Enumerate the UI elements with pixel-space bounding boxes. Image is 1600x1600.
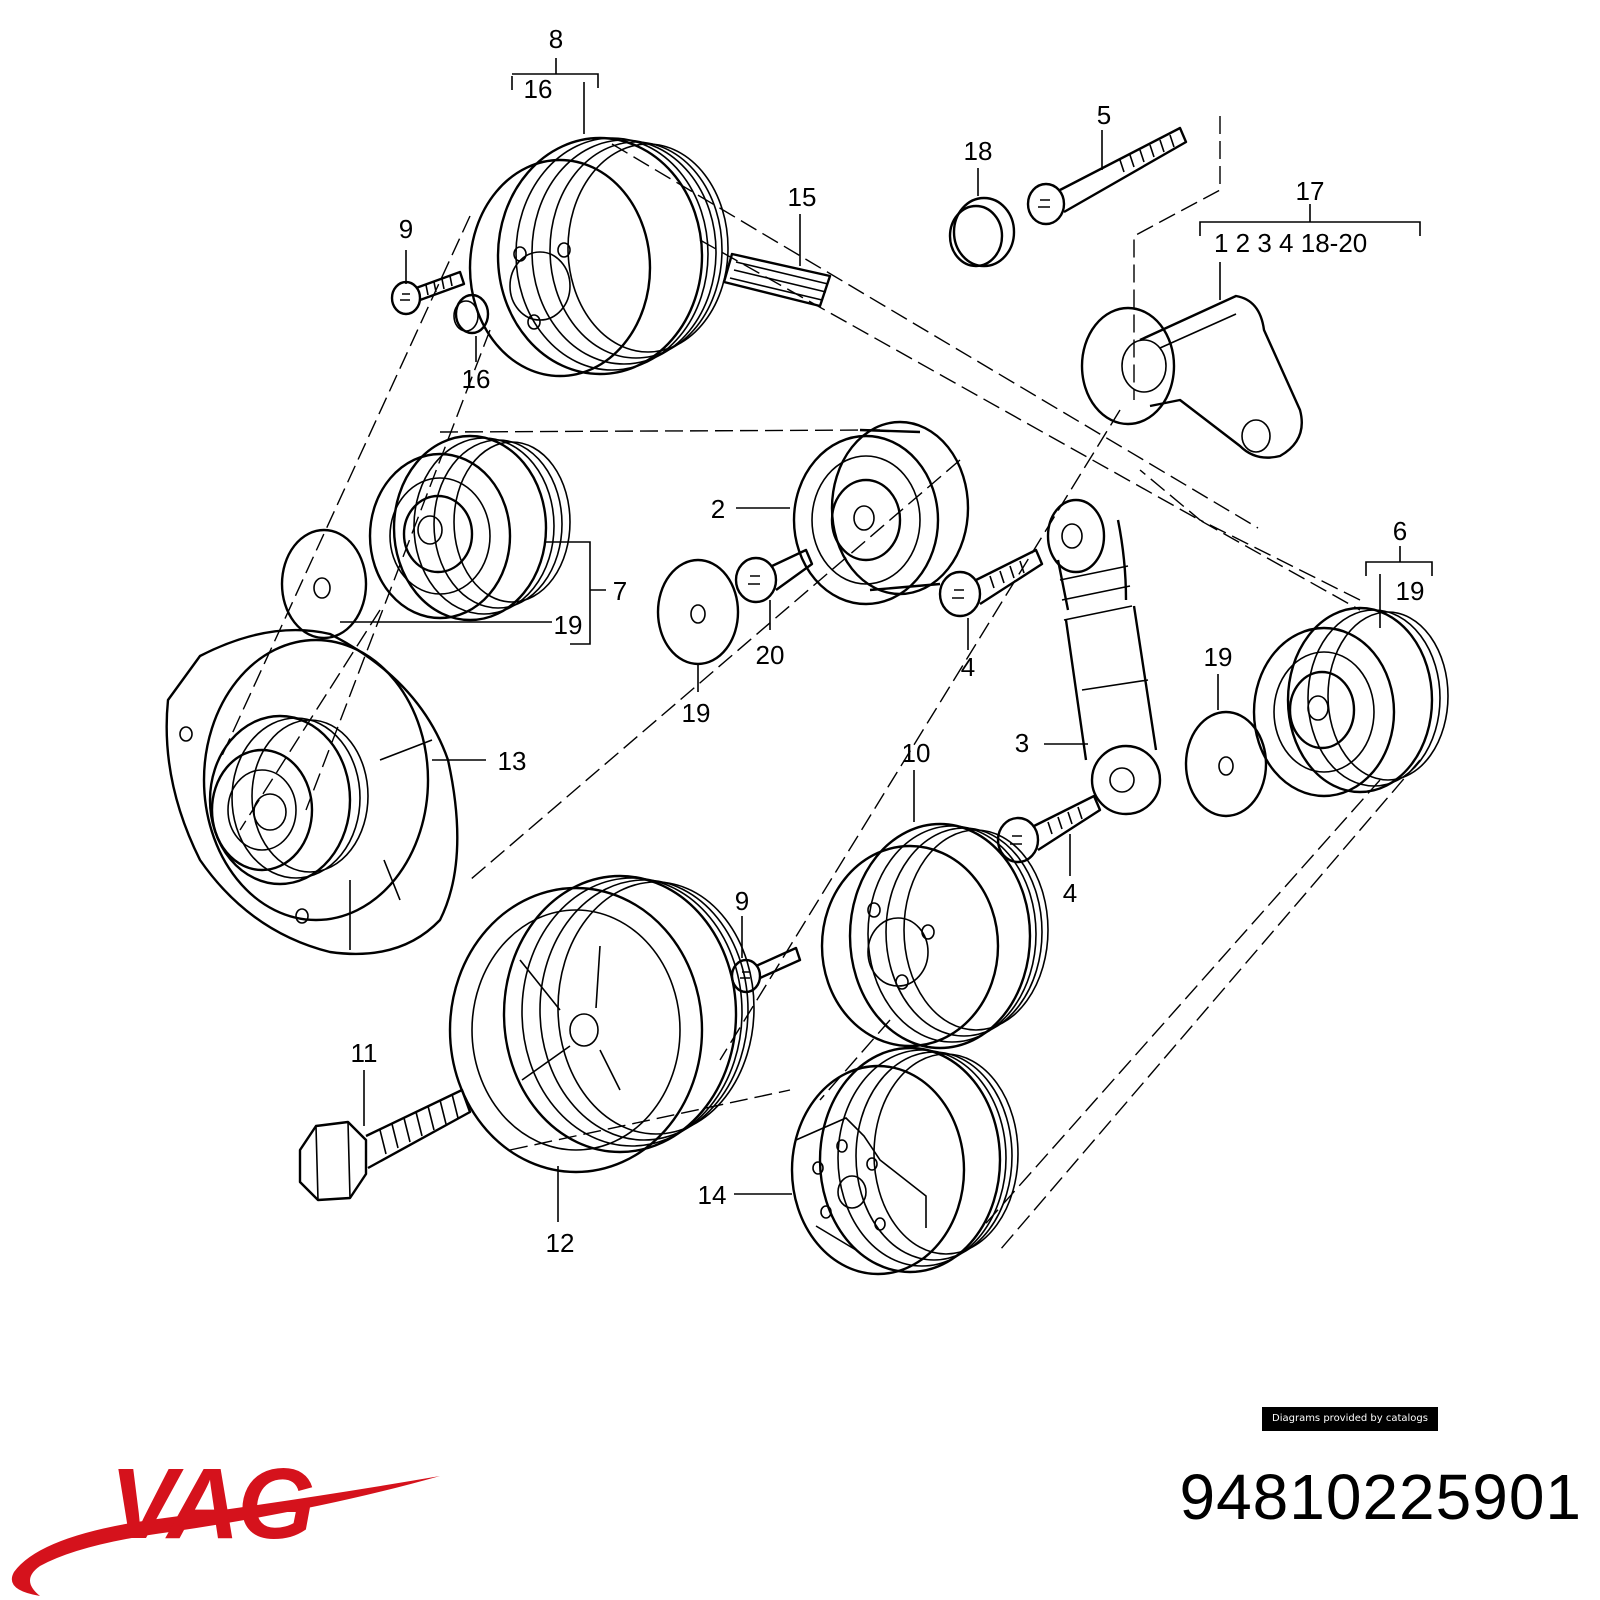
leader-lines [340,58,1433,1222]
cap-16 [453,293,490,335]
dust-cap-19-center [656,558,740,666]
callout-9-lower: 9 [735,886,749,916]
part-number: 94810225901 [1179,1461,1582,1533]
bolt-9-top [390,270,466,316]
bolt-20 [734,548,814,604]
crank-bolt-11 [298,1088,472,1202]
callout-13: 13 [498,746,527,776]
callout-9-top: 9 [399,214,413,244]
pulley-8 [468,136,729,378]
callout-4-lower: 4 [1063,878,1077,908]
crank-pulley-12 [448,874,755,1174]
callout-7: 7 [613,576,627,606]
idler-pulley-7 [368,434,571,622]
cap-18 [948,196,1016,268]
pulley-14 [790,1046,1019,1276]
callout-16-top: 16 [524,74,553,104]
pulley-10 [820,822,1049,1050]
callout-2: 2 [711,494,725,524]
tensioner-bracket-17 [1080,294,1303,459]
idler-pulley-2 [792,420,970,606]
bolt-4-lower [996,794,1102,864]
callout-5: 5 [1097,100,1111,130]
bolt-4-upper [938,548,1044,618]
callout-18: 18 [964,136,993,166]
diagram-credit-label: Diagrams provided by catalogs parts [1262,1407,1438,1448]
callout-17-subparts: 1 2 3 4 18-20 [1214,228,1367,258]
vag-logo-text: VAG [110,1448,313,1560]
callout-14: 14 [698,1180,727,1210]
callout-10: 10 [902,738,931,768]
callout-19-left: 19 [554,610,583,640]
dust-cap-19-right [1184,710,1268,818]
idler-pulley-6 [1252,606,1449,798]
callout-17: 17 [1296,176,1325,206]
vag-logo-swoosh [11,1476,441,1596]
vag-logo: VAG [11,1448,441,1596]
damper-3 [1046,498,1162,816]
belt-15 [722,252,832,308]
callout-19-center: 19 [682,698,711,728]
dust-cap-19-left [280,528,368,640]
callout-19-right: 19 [1204,642,1233,672]
callout-15: 15 [788,182,817,212]
callout-3: 3 [1015,728,1029,758]
callout-16-cap: 16 [462,364,491,394]
callout-11: 11 [351,1038,378,1068]
callout-8: 8 [549,24,563,54]
callout-6: 6 [1393,516,1407,546]
callout-4-upper: 4 [961,652,975,682]
pulley-housing-13 [165,628,459,956]
callout-labels: 8 16 9 16 15 18 5 17 1 2 3 4 18-20 2 7 1… [351,24,1425,1258]
callout-12: 12 [546,1228,575,1258]
bolt-5 [1026,126,1188,226]
callout-19-right-top: 19 [1396,576,1425,606]
callout-20: 20 [756,640,785,670]
